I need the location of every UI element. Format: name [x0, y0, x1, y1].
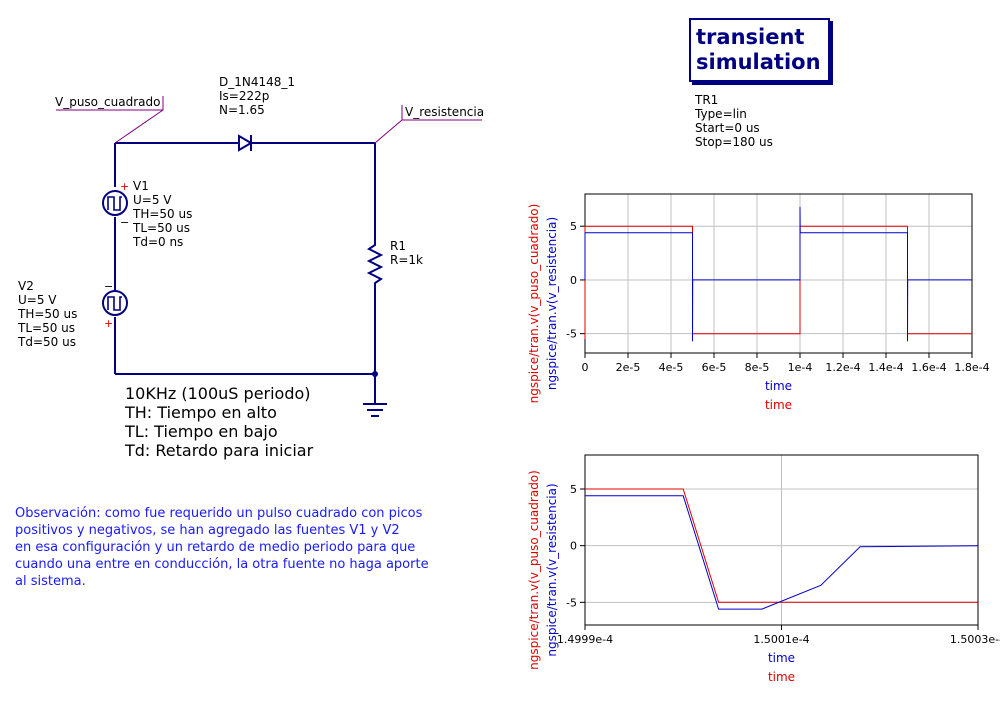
v2-th: TH=50 us [18, 307, 78, 321]
x-tick-label: 2e-5 [616, 361, 641, 374]
x-tick-label: 1.5003e-4 [950, 633, 1000, 646]
diode-symbol[interactable] [215, 134, 275, 152]
note-frequency: 10KHz (100uS periodo) [125, 384, 311, 403]
node-label-v-resistencia: V_resistencia [405, 105, 485, 119]
x-tick-label: 1.2e-4 [825, 361, 860, 374]
v1-tl: TL=50 us [133, 221, 191, 235]
series-line-v-puso-cuadrado [585, 488, 978, 603]
tr1-name: TR1 [695, 93, 719, 107]
v1-plus-mark: + [120, 180, 129, 193]
note-td: Td: Retardo para iniciar [125, 441, 314, 460]
x-tick-label: 1.8e-4 [954, 361, 989, 374]
v1-td: Td=0 ns [133, 235, 184, 249]
v1-minus-mark: − [120, 216, 129, 229]
y-tick-label: 5 [570, 220, 577, 233]
x-axis-label-blue: time [765, 379, 792, 393]
v2-u: U=5 V [18, 293, 57, 307]
node-label-line-2 [374, 105, 403, 144]
r1-name: R1 [390, 239, 406, 253]
y-tick-label: 0 [570, 540, 577, 553]
note-th: TH: Tiempo en alto [125, 403, 277, 422]
v2-pulse-source[interactable] [102, 290, 128, 316]
x-tick-label: 6e-5 [702, 361, 727, 374]
ground-symbol [363, 403, 387, 417]
series-line-v-resistencia [585, 495, 979, 610]
transient-simulation-box[interactable]: transient simulation [689, 18, 830, 82]
tr1-start: Start=0 us [695, 121, 760, 135]
v2-tl: TL=50 us [18, 321, 76, 335]
chart-zoomed-transient: 1.4999e-4 1.5001e-4 1.5003e-4 5 0 -5 time time n… [527, 454, 1000, 684]
chart-full-transient: 0 2e-5 4e-5 6e-5 8e-5 1e-4 1.2e-4 1.4e-4 1.6e-4 1… [527, 193, 990, 412]
x-tick-label: 0 [582, 361, 589, 374]
y-axis-label-red: ngspice/tran.v(v_puso_cuadrado) [527, 204, 541, 404]
y-axis-label-red: ngspice/tran.v(v_puso_cuadrado) [527, 470, 541, 670]
series-line-v-resistencia [584, 206, 972, 342]
diode-n: N=1.65 [219, 103, 265, 117]
r1-resistor[interactable] [366, 233, 384, 293]
x-tick-label: 1.5001e-4 [753, 633, 809, 646]
junction-dot [372, 371, 378, 377]
v1-u: U=5 V [133, 193, 172, 207]
node-label-v-puso-cuadrado: V_puso_cuadrado [55, 95, 161, 109]
x-tick-label: 1.4999e-4 [557, 633, 613, 646]
y-tick-label: 5 [570, 483, 577, 496]
note-tl: TL: Tiempo en bajo [125, 422, 278, 441]
plot-frame [584, 193, 973, 354]
y-tick-label: -5 [566, 596, 577, 609]
x-axis-label-blue: time [768, 651, 795, 665]
y-tick-label: -5 [566, 328, 577, 341]
diode-name: D_1N4148_1 [219, 75, 296, 89]
y-axis-label-blue: ngspice/tran.v(v_resistencia) [545, 217, 559, 390]
v1-pulse-source[interactable] [102, 190, 128, 216]
x-tick-label: 4e-5 [659, 361, 684, 374]
r1-value: R=1k [390, 253, 423, 267]
x-axis-label-red: time [768, 670, 795, 684]
sim-box-line-1: transient [696, 25, 805, 49]
observation-text: Observación: como fue requerido un pulso… [15, 506, 429, 589]
tr1-stop: Stop=180 us [695, 135, 773, 149]
v2-name: V2 [18, 279, 34, 293]
v1-name: V1 [133, 179, 149, 193]
x-tick-label: 8e-5 [745, 361, 770, 374]
v2-plus-mark: + [104, 317, 113, 330]
x-tick-label: 1.6e-4 [911, 361, 946, 374]
v1-th: TH=50 us [133, 207, 193, 221]
diode-is: Is=222p [219, 89, 270, 103]
sim-box-line-2: simulation [696, 50, 821, 74]
v2-minus-mark: − [104, 280, 113, 293]
x-axis-label-red: time [765, 398, 792, 412]
x-tick-label: 1.4e-4 [868, 361, 903, 374]
y-axis-label-blue: ngspice/tran.v(v_resistencia) [545, 483, 559, 656]
v2-td: Td=50 us [18, 335, 76, 349]
x-tick-label: 1e-4 [788, 361, 813, 374]
tr1-type: Type=lin [695, 107, 747, 121]
series-line-v-puso-cuadrado [584, 225, 972, 339]
y-tick-label: 0 [570, 274, 577, 287]
